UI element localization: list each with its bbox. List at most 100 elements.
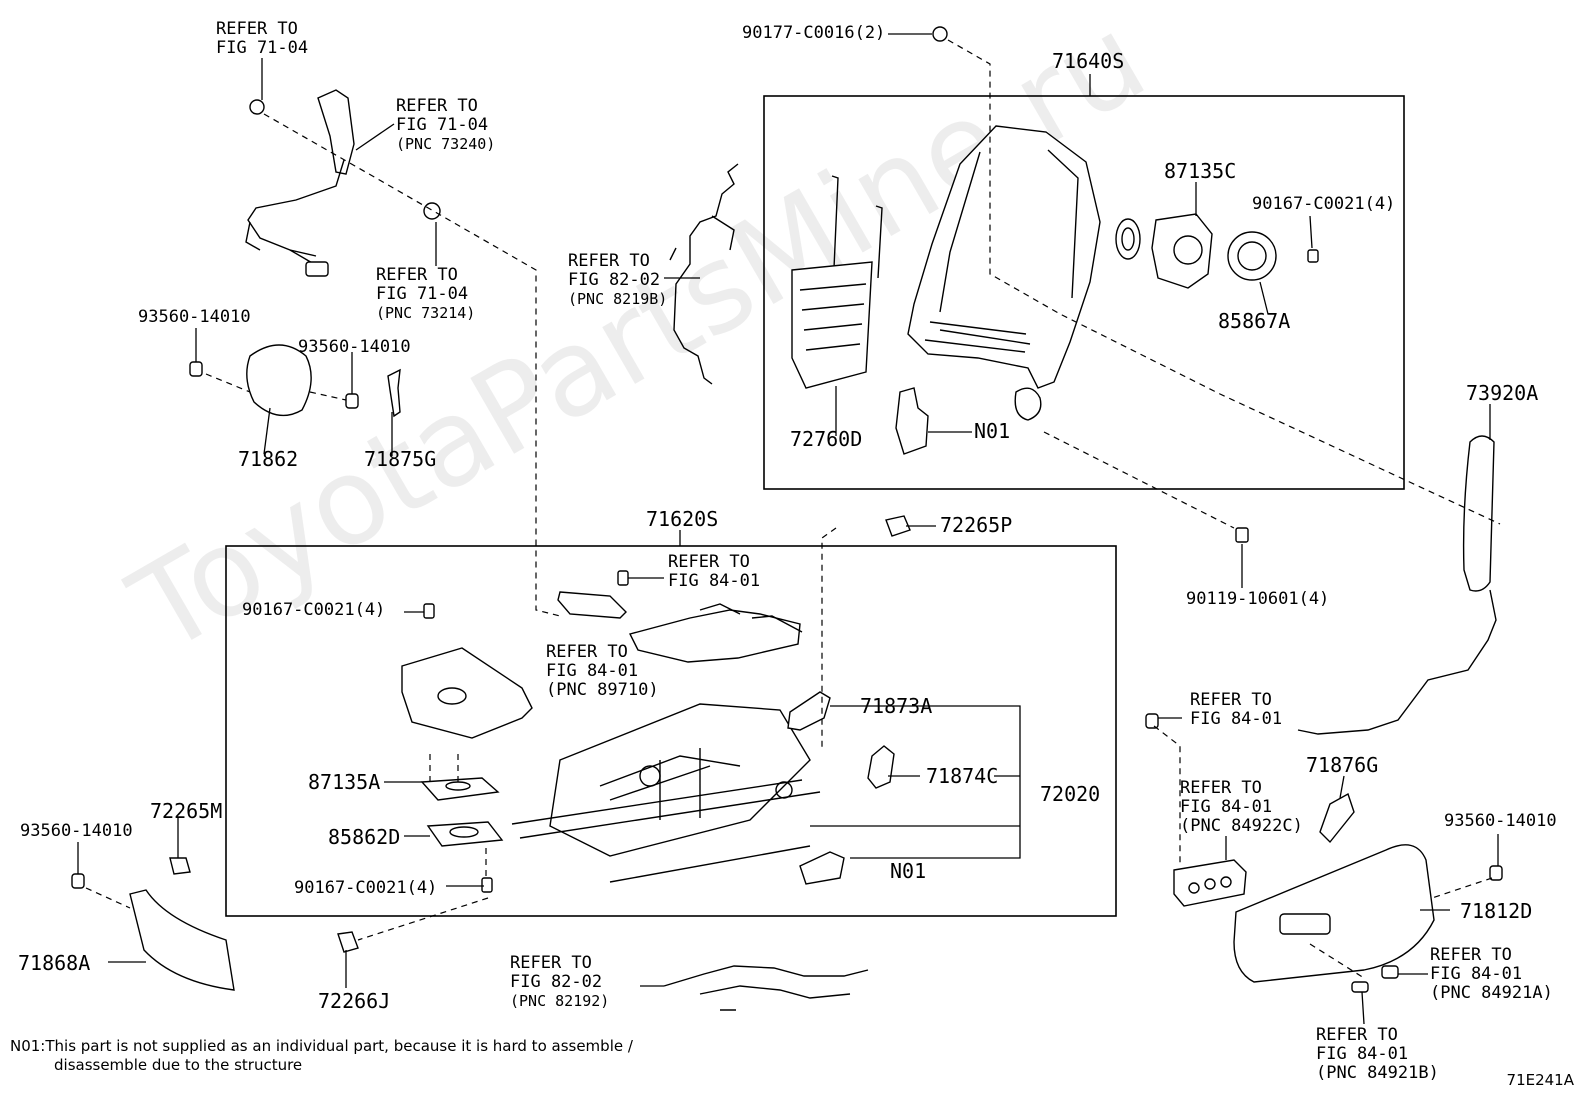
part-72760d[interactable]: 72760D bbox=[790, 427, 863, 451]
part-71862[interactable]: 71862 bbox=[238, 447, 299, 471]
ref-line: FIG 82-02 bbox=[510, 972, 603, 992]
ref-line: FIG 84-01 bbox=[546, 661, 639, 681]
footnote: N01:This part is not supplied as an indi… bbox=[10, 1037, 633, 1075]
part-93560-14010-d[interactable]: 93560-14010 bbox=[1444, 811, 1557, 831]
cover-71868a-drawing bbox=[71, 873, 235, 991]
clip-72265m-drawing bbox=[169, 857, 191, 875]
ref-line: FIG 84-01 bbox=[1316, 1044, 1409, 1064]
part-90119-10601[interactable]: 90119-10601(4) bbox=[1186, 589, 1330, 609]
ref-line: FIG 71-04 bbox=[376, 284, 469, 304]
ref-pnc: (PNC 73214) bbox=[376, 304, 476, 322]
part-72266j[interactable]: 72266J bbox=[318, 989, 391, 1013]
part-71868a[interactable]: 71868A bbox=[18, 951, 91, 975]
ref-line: REFER TO bbox=[568, 251, 650, 271]
nut-90177-drawing bbox=[932, 26, 948, 42]
part-71640s[interactable]: 71640S bbox=[1052, 49, 1125, 73]
part-87135c[interactable]: 87135C bbox=[1164, 159, 1237, 183]
ref-line: REFER TO bbox=[1190, 690, 1272, 710]
bracket-71876g-drawing bbox=[1319, 792, 1355, 844]
part-72265m[interactable]: 72265M bbox=[150, 799, 223, 823]
ref-pnc: (PNC 84921A) bbox=[1430, 983, 1553, 1003]
seatback-frame-box bbox=[763, 95, 1405, 490]
part-n01-top[interactable]: N01 bbox=[974, 419, 1011, 443]
part-71812d[interactable]: 71812D bbox=[1460, 899, 1533, 923]
ref-fig-84-01-pnc-89710: REFER TO FIG 84-01 (PNC 89710) bbox=[546, 643, 659, 700]
cover-71812d-drawing bbox=[1233, 844, 1503, 983]
knob-84921a-drawing bbox=[1381, 965, 1399, 979]
ref-pnc: (PNC 84921B) bbox=[1316, 1063, 1439, 1083]
ref-line: FIG 84-01 bbox=[668, 571, 761, 591]
part-85867a[interactable]: 85867A bbox=[1218, 309, 1291, 333]
lumbar-support-72760d-drawing bbox=[791, 175, 883, 389]
ref-fig-82-02-pnc-82192: REFER TO FIG 82-02 (PNC 82192) bbox=[510, 953, 609, 1011]
ref-line: REFER TO bbox=[376, 265, 458, 285]
ref-fig-71-04-pnc-73214: REFER TO FIG 71-04 (PNC 73214) bbox=[376, 265, 476, 323]
bracket-71873a-drawing bbox=[787, 691, 831, 731]
lever-harness-drawing bbox=[245, 89, 441, 277]
gear-85867a-drawing bbox=[1227, 231, 1319, 281]
ref-pnc: (PNC 84922C) bbox=[1180, 816, 1303, 836]
part-90167-c0021-top[interactable]: 90167-C0021(4) bbox=[1252, 194, 1396, 214]
part-93560-14010-a[interactable]: 93560-14010 bbox=[138, 307, 251, 327]
harness-82192-drawing bbox=[663, 965, 869, 1011]
knob-84921b-drawing bbox=[1351, 981, 1369, 993]
part-n01-bottom[interactable]: N01 bbox=[890, 859, 927, 883]
ref-pnc: (PNC 73240) bbox=[396, 135, 496, 153]
clip-72266j-drawing bbox=[337, 931, 359, 953]
ref-pnc: (PNC 8219B) bbox=[568, 290, 668, 308]
seat-cushion-frame-box bbox=[225, 545, 1117, 917]
harness-8219b-drawing bbox=[669, 163, 739, 385]
part-87135a[interactable]: 87135A bbox=[308, 770, 381, 794]
part-90167-c0021-bottom[interactable]: 90167-C0021(4) bbox=[294, 878, 438, 898]
part-93560-14010-b[interactable]: 93560-14010 bbox=[298, 337, 411, 357]
clip-ref-8401-drawing bbox=[1145, 713, 1159, 729]
ref-line: FIG 71-04 bbox=[216, 38, 309, 58]
plate-87135a-drawing bbox=[420, 777, 500, 801]
gear-85862d-drawing bbox=[426, 821, 504, 893]
part-85862d[interactable]: 85862D bbox=[328, 825, 401, 849]
ref-fig-84-01-pnc-84922c: REFER TO FIG 84-01 (PNC 84922C) bbox=[1180, 779, 1303, 836]
leader-lines bbox=[77, 33, 1499, 1025]
part-72020[interactable]: 72020 bbox=[1040, 782, 1101, 806]
part-90167-c0021-left[interactable]: 90167-C0021(4) bbox=[242, 600, 386, 620]
clip-72265p-drawing bbox=[885, 515, 911, 537]
part-71620s[interactable]: 71620S bbox=[646, 507, 719, 531]
side-pad-73920a-drawing bbox=[1297, 435, 1497, 735]
bolt-90119-drawing bbox=[1235, 527, 1249, 543]
part-93560-14010-c[interactable]: 93560-14010 bbox=[20, 821, 133, 841]
ref-line: FIG 84-01 bbox=[1430, 964, 1523, 984]
switch-84922c-drawing bbox=[1173, 859, 1247, 907]
ref-line: REFER TO bbox=[1316, 1025, 1398, 1045]
ref-line: REFER TO bbox=[396, 96, 478, 116]
n01-motor-bottom-drawing bbox=[799, 851, 845, 885]
control-module-drawing bbox=[557, 570, 803, 663]
part-73920a[interactable]: 73920A bbox=[1466, 381, 1539, 405]
ref-fig-84-01-screw: REFER TO FIG 84-01 bbox=[668, 553, 760, 591]
cover-71862-drawing bbox=[189, 344, 401, 418]
ref-fig-84-01-pnc-84921a: REFER TO FIG 84-01 (PNC 84921A) bbox=[1430, 946, 1553, 1003]
adjuster-frame-72020-drawing bbox=[511, 703, 821, 883]
footnote-line-1: N01:This part is not supplied as an indi… bbox=[10, 1037, 633, 1055]
part-72265p[interactable]: 72265P bbox=[940, 513, 1013, 537]
ref-line: FIG 84-01 bbox=[1180, 797, 1273, 817]
ref-line: FIG 71-04 bbox=[396, 115, 489, 135]
n01-motor-top-drawing bbox=[895, 387, 929, 455]
ref-fig-84-01-right: REFER TO FIG 84-01 bbox=[1190, 691, 1282, 729]
part-90177-c0016[interactable]: 90177-C0016(2) bbox=[742, 23, 886, 43]
ref-fig-71-04-pnc-73240: REFER TO FIG 71-04 (PNC 73240) bbox=[396, 96, 496, 154]
ref-fig-84-01-pnc-84921b: REFER TO FIG 84-01 (PNC 84921B) bbox=[1316, 1026, 1439, 1083]
dashed-reference-lines bbox=[85, 39, 1501, 979]
part-71876g[interactable]: 71876G bbox=[1306, 753, 1379, 777]
part-71873a[interactable]: 71873A bbox=[860, 694, 933, 718]
ref-line: REFER TO bbox=[510, 953, 592, 973]
ref-pnc: (PNC 89710) bbox=[546, 680, 659, 700]
bracket-71874c-drawing bbox=[867, 745, 895, 789]
part-71875g[interactable]: 71875G bbox=[364, 447, 437, 471]
seatback-frame-drawing bbox=[907, 125, 1101, 421]
ref-line: REFER TO bbox=[668, 552, 750, 572]
ref-line: REFER TO bbox=[216, 19, 298, 39]
footnote-line-2: disassemble due to the structure bbox=[54, 1056, 303, 1074]
ref-line: FIG 82-02 bbox=[568, 270, 661, 290]
part-71874c[interactable]: 71874C bbox=[926, 764, 999, 788]
